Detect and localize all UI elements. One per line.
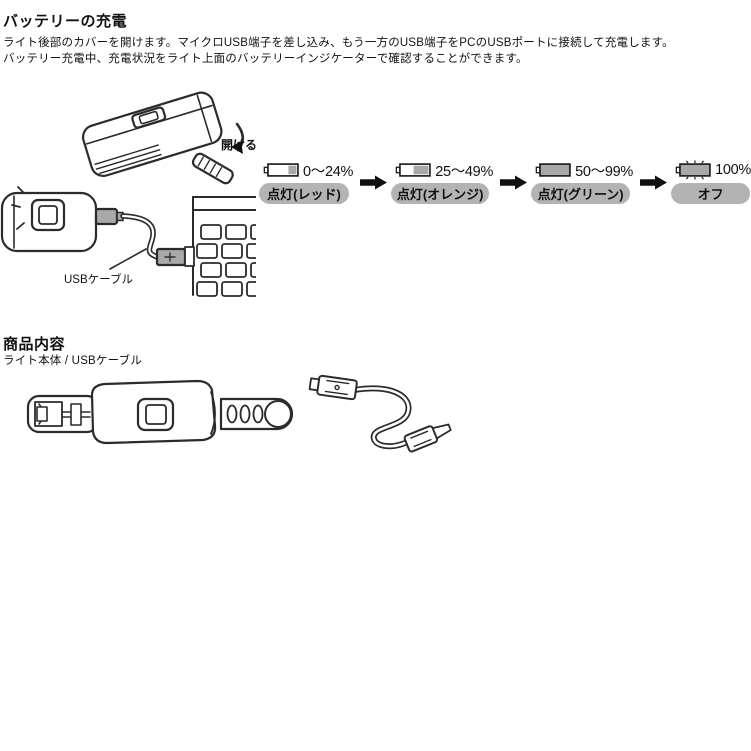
status-pill-green: 点灯(グリーン) [531, 183, 631, 204]
usb-cable-label: USBケーブル [64, 274, 133, 286]
status-pill-off: オフ [671, 183, 751, 204]
usb-cable-illustration [308, 374, 452, 453]
micro-usb-connector [403, 423, 452, 453]
label-leader-line [109, 248, 147, 270]
arrow-right-icon [500, 175, 528, 190]
lens-barrel [26, 394, 100, 434]
section-title-charging: バッテリーの充電 [3, 13, 128, 30]
battery-indicator-chart: 0〜24% 点灯(レッド) 25〜49% 点灯(オレンジ) [259, 160, 751, 204]
open-arrow-head [231, 141, 243, 154]
charge-stage-3: 50〜99% 点灯(グリーン) [531, 160, 633, 204]
status-pill-red: 点灯(レッド) [259, 183, 349, 204]
charge-range-label: 100% [715, 162, 751, 178]
charge-stage-4: 100% オフ [671, 160, 751, 204]
battery-icon-high [535, 163, 571, 177]
battery-icon-mid [395, 163, 431, 177]
charge-stage-2: 25〜49% 点灯(オレンジ) [391, 160, 494, 204]
charge-range-label: 0〜24% [303, 163, 354, 180]
vent-lines [94, 144, 162, 174]
battery-icon-low [263, 163, 299, 177]
arrow-right-icon [640, 175, 668, 190]
arrow-right-icon [360, 175, 388, 190]
charge-range-label: 50〜99% [575, 163, 633, 180]
keyboard-keys [196, 224, 256, 297]
open-cover-label: 開ける [221, 138, 258, 152]
light-product-illustration [26, 379, 294, 445]
usb-charging-illustration [0, 186, 256, 297]
charging-instruction-line-2: バッテリー充電中、充電状況をライト上面のバッテリーインジケーターで確認することが… [3, 52, 528, 65]
usb-port [184, 246, 195, 267]
light-main-body [90, 379, 217, 445]
section-title-contents: 商品内容 [3, 336, 66, 353]
status-pill-orange: 点灯(オレンジ) [391, 183, 490, 204]
charge-range-label: 25〜49% [435, 163, 494, 180]
usb-a-connector [308, 374, 358, 401]
cable-line [351, 385, 412, 450]
open-cover-flap [191, 152, 234, 185]
blink-marks [11, 186, 25, 230]
charging-instructions: ライト後部のカバーを開けます。マイクロUSB端子を差し込み、もう一方のUSB端子… [3, 36, 674, 67]
laptop [184, 196, 256, 297]
micro-usb-plug [94, 207, 119, 226]
strap [219, 397, 294, 431]
battery-icon-full [675, 160, 711, 180]
light-open-cover-illustration [81, 91, 245, 185]
full-charge-rays [685, 160, 705, 180]
charge-stage-1: 0〜24% 点灯(レッド) [259, 160, 354, 204]
contents-items-line: ライト本体 / USBケーブル [3, 355, 143, 367]
charging-instruction-line-1: ライト後部のカバーを開けます。マイクロUSB端子を差し込み、もう一方のUSB端子… [3, 37, 674, 49]
